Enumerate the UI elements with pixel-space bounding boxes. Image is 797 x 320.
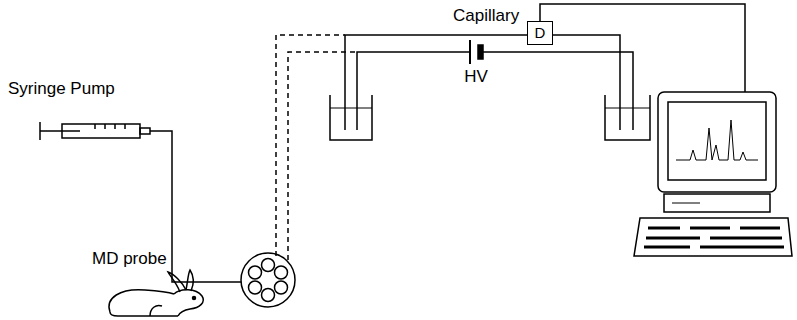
part-label: MD probe xyxy=(92,250,167,269)
part-label: Capillary xyxy=(453,7,519,26)
signal-wire xyxy=(540,4,745,92)
part-label: Syringe Pump xyxy=(8,80,115,99)
electrode-wire xyxy=(357,52,470,130)
capillary-line xyxy=(345,35,620,130)
injection-valve xyxy=(241,253,295,307)
node-text: D xyxy=(535,25,546,42)
buffer-vial xyxy=(605,95,650,140)
part-label: HV xyxy=(464,68,488,87)
syringe-symbol xyxy=(40,122,150,140)
electrode-wire xyxy=(483,52,633,130)
dashed-line xyxy=(276,35,345,256)
battery-symbol xyxy=(470,40,483,64)
dashed-line xyxy=(288,52,357,260)
computer-figure xyxy=(634,92,792,256)
rabbit-figure xyxy=(109,270,203,316)
buffer-vial xyxy=(330,95,372,140)
detector-box: D xyxy=(527,21,553,45)
